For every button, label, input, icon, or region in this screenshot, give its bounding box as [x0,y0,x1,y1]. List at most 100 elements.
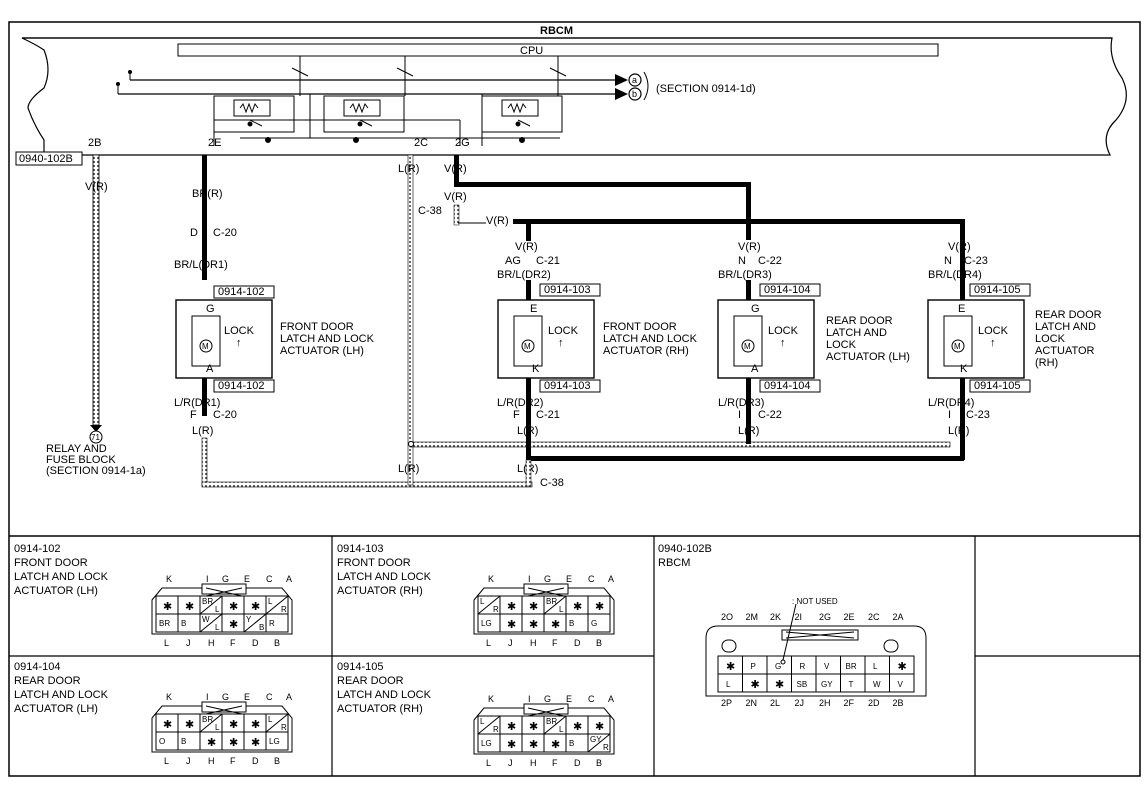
wire-l-r-label-4: L(R) [517,425,538,437]
unused-pin-icon: ✱ [595,721,604,733]
pin-letter: 2A [893,612,904,622]
pin-color: LG [481,739,492,748]
pin-letter: J [186,756,191,766]
c22-bot-name: C-22 [758,409,782,421]
view-0914-104-labels: 0914-104 REAR DOOR LATCH AND LOCK ACTUAT… [14,661,109,715]
c20-top-name: C-20 [213,227,237,239]
pin-letter: E [566,694,572,704]
pin-letter: 2B [893,698,904,708]
unused-pin-icon: ✱ [898,661,907,673]
c23-bot-name: C-23 [966,409,990,421]
pin-letter: J [508,758,513,768]
unused-pin-icon: ✱ [507,721,516,733]
pin-color: LG [269,737,280,746]
vrbcm-not-used: : NOT USED [792,597,838,606]
act1-lock: LOCK [224,325,255,337]
v105-id: 0914-105 [337,661,384,673]
unused-pin-icon: ✱ [507,601,516,613]
pin-color: G [591,619,597,628]
svg-text:↑: ↑ [990,337,996,349]
pin-letter: L [164,638,169,648]
pin-letter: A [608,694,614,704]
wire-v-r-label-6: V(R) [738,241,761,253]
conn-tag-box [15,151,83,166]
pin-letter: 2M [746,612,759,622]
act2-pin-bot: K [532,363,540,375]
wire-l-r-label-7: L(R) [948,425,969,437]
view-0914-105-labels: 0914-105 REAR DOOR LATCH AND LOCK ACTUAT… [337,661,432,715]
pin-color: W [873,680,881,689]
pin-color-tracer: R [281,723,287,732]
pin-letter: 2F [844,698,855,708]
unused-pin-icon: ✱ [726,661,735,673]
act4-pin-bot: K [960,363,968,375]
vrbcm-name: RBCM [658,557,690,569]
c23-top-pin: N [944,255,952,267]
pin-letter: H [530,638,537,648]
v104-id: 0914-104 [14,661,61,673]
c22-top-pin: N [738,255,746,267]
act2-conn-top: 0914-103 [544,284,591,296]
act2-motor: M [524,342,531,351]
pin-color: B [181,737,186,746]
act1-motor: M [202,342,209,351]
v105-l2: LATCH AND LOCK [337,689,432,701]
c21-top-name: C-21 [536,255,560,267]
pin-letter: I [206,692,209,702]
pin-letter: 2I [795,612,803,622]
pin-letter: I [206,574,209,584]
unused-pin-icon: ✱ [251,719,260,731]
pin-color-tracer: L [559,725,564,734]
pin-letter: 2N [746,698,758,708]
rbcm-module: RBCM CPU a b (SECTION 0914-1d) [15,25,1127,166]
act4-name-1: REAR DOOR [1035,309,1102,321]
v102-id: 0914-102 [14,543,61,555]
pin-letter: L [486,638,491,648]
wire-v-r-label-4: V(R) [486,215,509,227]
pin-letter: J [508,638,513,648]
v103-l1: FRONT DOOR [337,557,411,569]
pin-cell [889,673,915,693]
pin-color: W [202,615,210,624]
relay-ref: 71 [91,433,100,442]
pin-color: L [480,717,485,726]
c20-top-pin: D [190,227,198,239]
pin-letter: I [528,694,531,704]
pin-letter: E [244,574,250,584]
pin-letter: F [552,638,558,648]
pin-color: L [480,597,485,606]
wire-l-r-dr4: L/R(DR4) [928,397,974,409]
act3-name-3: LOCK [826,339,857,351]
pin-color: GY [590,735,602,744]
act3-conn-top: 0914-104 [764,284,811,296]
relay-2 [323,95,405,143]
wire-l-r-label-6: L(R) [738,425,759,437]
act3-pin-bot: A [751,363,759,375]
wire-l-r-dr3: L/R(DR3) [718,397,764,409]
pin-cell [265,613,289,633]
wire-l-r-label-2: L(R) [398,163,419,175]
act2-name-1: FRONT DOOR [603,321,677,333]
act4-conn-bot: 0914-105 [974,380,1021,392]
unused-pin-icon: ✱ [229,601,238,613]
pin-letter: G [544,574,551,584]
actuator-rear-lh: 0914-104 G M LOCK ↑ A 0914-104 REAR DOOR… [717,283,910,393]
pin-letter: 2H [819,698,831,708]
pin-2b: 2B [88,137,101,149]
cpu-box [177,43,939,57]
pin-letter: A [286,692,292,702]
cpu-label: CPU [520,45,543,57]
act1-pin-top: G [206,303,215,315]
v103-l2: LATCH AND LOCK [337,571,432,583]
unused-pin-icon: ✱ [529,619,538,631]
wire-l-r-dr1: L/R(DR1) [174,397,220,409]
pin-color: T [849,680,854,689]
pin-color: V [824,662,830,671]
unused-pin-icon: ✱ [251,601,260,613]
act3-lock: LOCK [768,325,799,337]
act4-name-4: ACTUATOR [1035,345,1095,357]
wire-l-r-label-1: L(R) [192,425,213,437]
